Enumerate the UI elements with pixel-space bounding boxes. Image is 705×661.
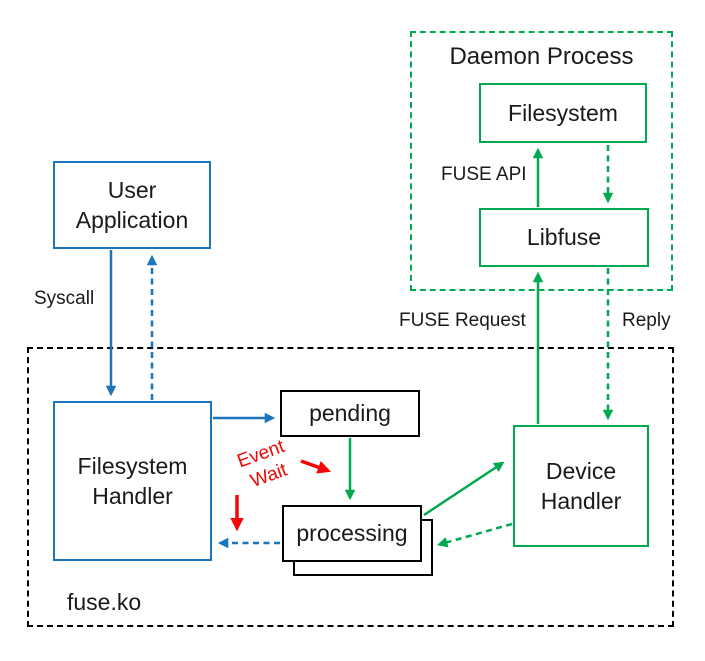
daemon-process-title: Daemon Process [449,43,634,70]
pending-queue-label: pending [309,400,391,427]
daemon-process-container: Daemon Process [410,31,673,291]
user-application-label-line2: Application [75,207,189,233]
user-application-box: User Application [53,161,211,249]
fuse-api-label: FUSE API [441,164,527,185]
processing-queue-label: processing [296,520,408,547]
processing-queue-box: processing [282,505,422,562]
libfuse-box-label: Libfuse [526,224,602,251]
reply-label: Reply [622,310,671,331]
filesystem-handler-box: Filesystem Handler [53,401,212,561]
filesystem-handler-label-line2: Handler [92,483,173,509]
filesystem-box-label: Filesystem [508,99,618,126]
fuse-ko-label: fuse.ko [67,589,142,615]
filesystem-box: Filesystem [479,83,647,143]
pending-queue-box: pending [280,390,420,437]
device-handler-box: Device Handler [513,425,649,547]
device-handler-label-line1: Device [545,457,617,484]
libfuse-box: Libfuse [479,208,649,267]
syscall-label: Syscall [34,288,95,309]
user-application-label-line1: User [107,176,157,203]
filesystem-handler-label-line1: Filesystem [77,452,188,479]
device-handler-label-line2: Handler [540,488,622,514]
fuse-request-label: FUSE Request [399,310,526,331]
fuse-ko-container [27,347,674,627]
